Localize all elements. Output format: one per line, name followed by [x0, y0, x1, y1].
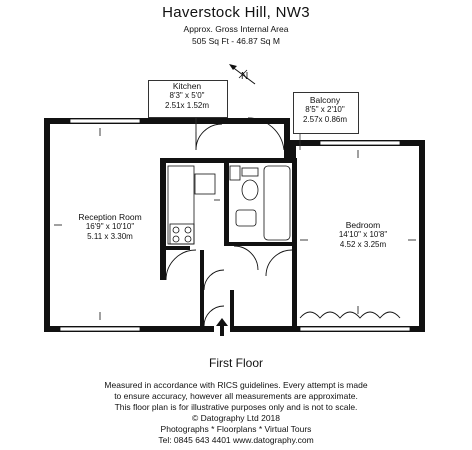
bedroom-metric: 4.52 x 3.25m [339, 240, 387, 249]
wall-balcony-left [284, 118, 290, 158]
wall-left [44, 118, 50, 332]
footer-line-1: Measured in accordance with RICS guideli… [104, 380, 368, 390]
cabinet [229, 165, 241, 181]
hob-ring-1 [172, 226, 180, 234]
area-label: Approx. Gross Internal Area [183, 24, 289, 34]
window-bedroom-top [319, 140, 401, 146]
wall-hall-left [200, 250, 204, 326]
compass-letter: N [241, 71, 248, 82]
wall-top-mid [164, 118, 284, 124]
wall-hall-right [230, 290, 234, 326]
door-reception [165, 249, 197, 281]
kitchen-metric: 2.51x 1.52m [164, 101, 210, 110]
hob-ring-4 [184, 235, 192, 243]
hob-ring-2 [184, 226, 192, 234]
balcony-imperial: 8'5" x 2'10" [305, 105, 345, 114]
door-bath [233, 245, 259, 271]
reception-imperial: 16'9" x 10'10" [85, 222, 135, 231]
toilet-cistern [241, 167, 259, 177]
bedroom-imperial: 14'10" x 10'8" [338, 230, 388, 239]
basin [235, 209, 257, 227]
kitchen-imperial: 8'3" x 5'0" [169, 91, 205, 100]
bedroom-label: Bedroom 14'10" x 10'8" 4.52 x 3.25m [318, 220, 408, 250]
wardrobe-doors [299, 311, 401, 319]
door-kitchen-balcony [195, 123, 223, 151]
kitchen-name: Kitchen [172, 81, 202, 91]
door-balcony [247, 117, 285, 151]
kitchen-label: Kitchen 8'3" x 5'0" 2.51x 1.52m [148, 81, 226, 111]
balcony-callout [293, 92, 359, 134]
bedroom-name: Bedroom [345, 220, 381, 230]
wall-bath-bottom [229, 242, 297, 246]
window-reception-lower [59, 326, 141, 332]
reception-name: Reception Room [78, 212, 142, 222]
floor-label: First Floor [209, 356, 263, 370]
wall-kitchen-bath [224, 158, 229, 246]
property-title: Haverstock Hill, NW3 [162, 4, 310, 21]
footer-line-5: Photographs * Floorplans * Virtual Tours [160, 424, 312, 434]
area-value: 505 Sq Ft - 46.87 Sq M [192, 36, 280, 46]
footer-line-6: Tel: 0845 643 4401 www.datography.com [158, 435, 314, 445]
wall-reception-right [160, 160, 166, 280]
bathtub [263, 165, 291, 241]
footer-line-2: to ensure accuracy, however all measurem… [114, 391, 358, 401]
wall-kitchen-bottom [166, 246, 190, 250]
balcony-name: Balcony [309, 95, 341, 105]
balcony-metric: 2.57x 0.86m [302, 115, 348, 124]
footer-line-4: © Datography Ltd 2018 [191, 413, 281, 423]
kitchen-hob [169, 223, 195, 245]
balcony-label: Balcony 8'5" x 2'10" 2.57x 0.86m [293, 95, 357, 125]
kitchen-sink [194, 173, 216, 195]
footer-line-3: This floor plan is for illustrative purp… [114, 402, 358, 412]
reception-metric: 5.11 x 3.30m [87, 232, 133, 241]
window-reception [69, 118, 141, 124]
wall-bedroom-left [290, 140, 296, 160]
door-entrance [203, 305, 225, 327]
hob-ring-3 [172, 235, 180, 243]
door-hall [203, 269, 225, 291]
door-bedroom [265, 249, 293, 277]
wall-right [419, 140, 425, 332]
north-arrow-icon: N [225, 60, 261, 90]
entrance-arrow-icon [216, 318, 228, 336]
kitchen-callout [148, 80, 228, 118]
toilet [241, 179, 259, 201]
reception-label: Reception Room 16'9" x 10'10" 5.11 x 3.3… [60, 212, 160, 242]
window-bedroom-bottom [299, 326, 411, 332]
